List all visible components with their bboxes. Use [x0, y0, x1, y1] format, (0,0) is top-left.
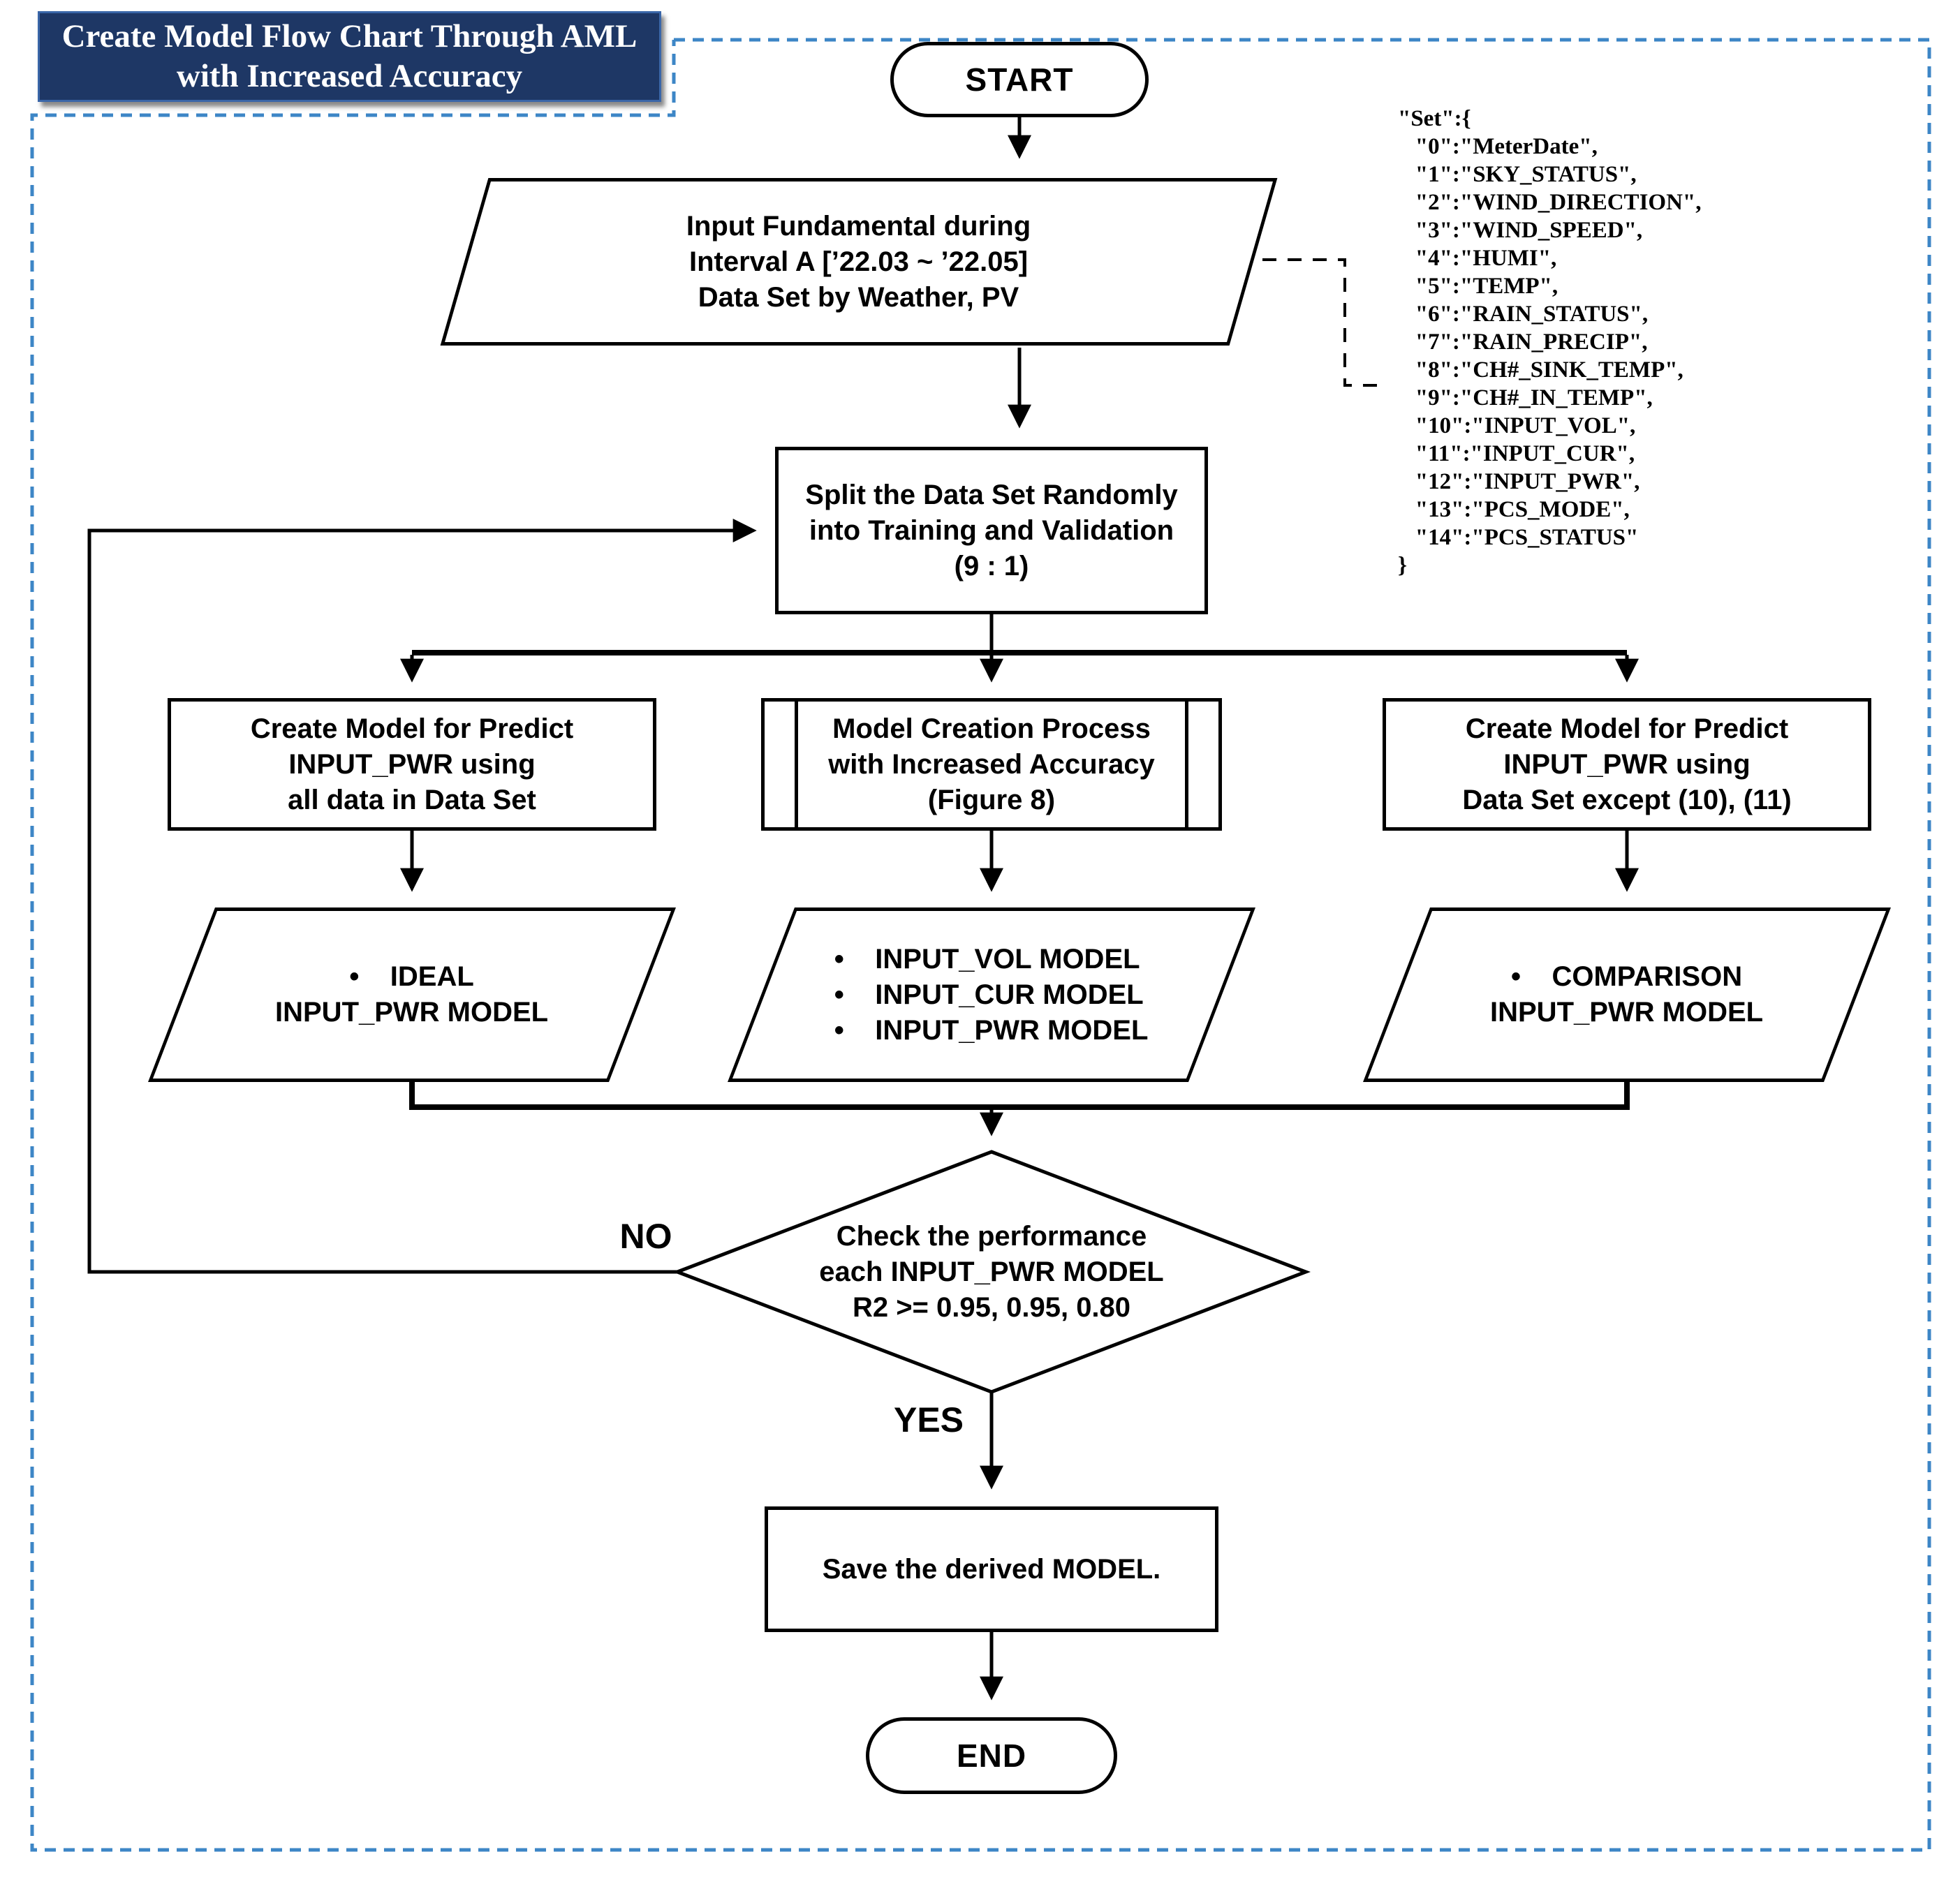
- dashed-frame: [30, 38, 1931, 1852]
- chart-title: Create Model Flow Chart Through AML with…: [38, 11, 661, 102]
- save-node: Save the derived MODEL.: [765, 1506, 1218, 1632]
- branch-left-node: Create Model for Predict INPUT_PWR using…: [168, 698, 656, 831]
- input-node: Input Fundamental during Interval A [’22…: [440, 178, 1278, 346]
- end-node: END: [866, 1717, 1117, 1794]
- no-edge: [87, 519, 757, 1274]
- decision-label: Check the performance each INPUT_PWR MOD…: [819, 1220, 1164, 1323]
- subprocess-bar-left: [795, 702, 798, 827]
- branch-right-node: Create Model for Predict INPUT_PWR using…: [1383, 698, 1871, 831]
- output-left-node: • IDEAL INPUT_PWR MODEL: [148, 907, 676, 1082]
- start-node: START: [890, 42, 1149, 117]
- decision-diamond: [672, 1150, 1311, 1394]
- subprocess-bar-right: [1185, 702, 1188, 827]
- split-node: Split the Data Set Randomly into Trainin…: [775, 447, 1208, 614]
- output-mid-node: • INPUT_VOL MODEL • INPUT_CUR MODEL • IN…: [728, 907, 1255, 1082]
- dataset-annotation: "Set":{ "0":"MeterDate", "1":"SKY_STATUS…: [1398, 106, 1702, 578]
- annotation-connector: [1262, 258, 1388, 387]
- no-label: NO: [619, 1217, 672, 1256]
- yes-label: YES: [893, 1400, 964, 1439]
- output-right-node: • COMPARISON INPUT_PWR MODEL: [1363, 907, 1891, 1082]
- branch-mid-node: Model Creation Process with Increased Ac…: [761, 698, 1222, 831]
